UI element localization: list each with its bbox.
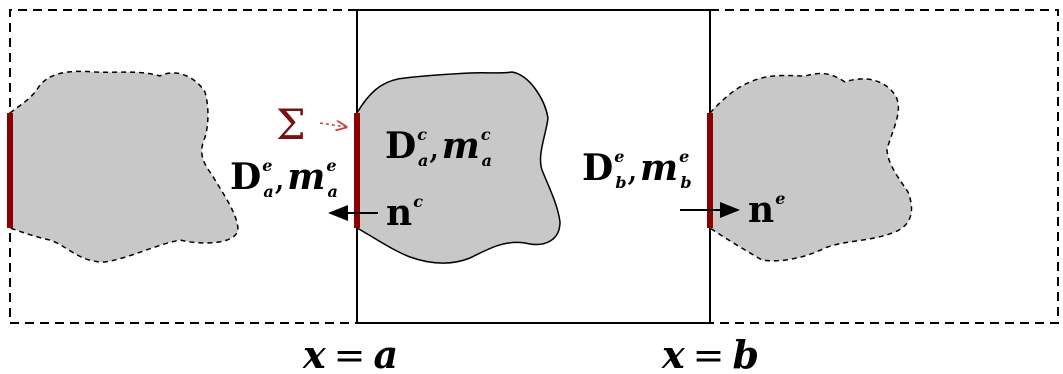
sigma-arrow [319, 123, 346, 127]
label-x-equals-a: x=a [302, 332, 398, 374]
label-x-equals-b: x=b [661, 332, 759, 374]
label-n-e: ne [748, 189, 785, 231]
sigma-label: Σ [276, 100, 306, 149]
label-n-c: nc [386, 192, 423, 234]
central-inclusion [356, 71, 561, 264]
right-neighbor-cell [710, 9, 1059, 324]
left-neighbor-inclusion [9, 70, 239, 263]
right-neighbor-inclusion [709, 72, 913, 262]
